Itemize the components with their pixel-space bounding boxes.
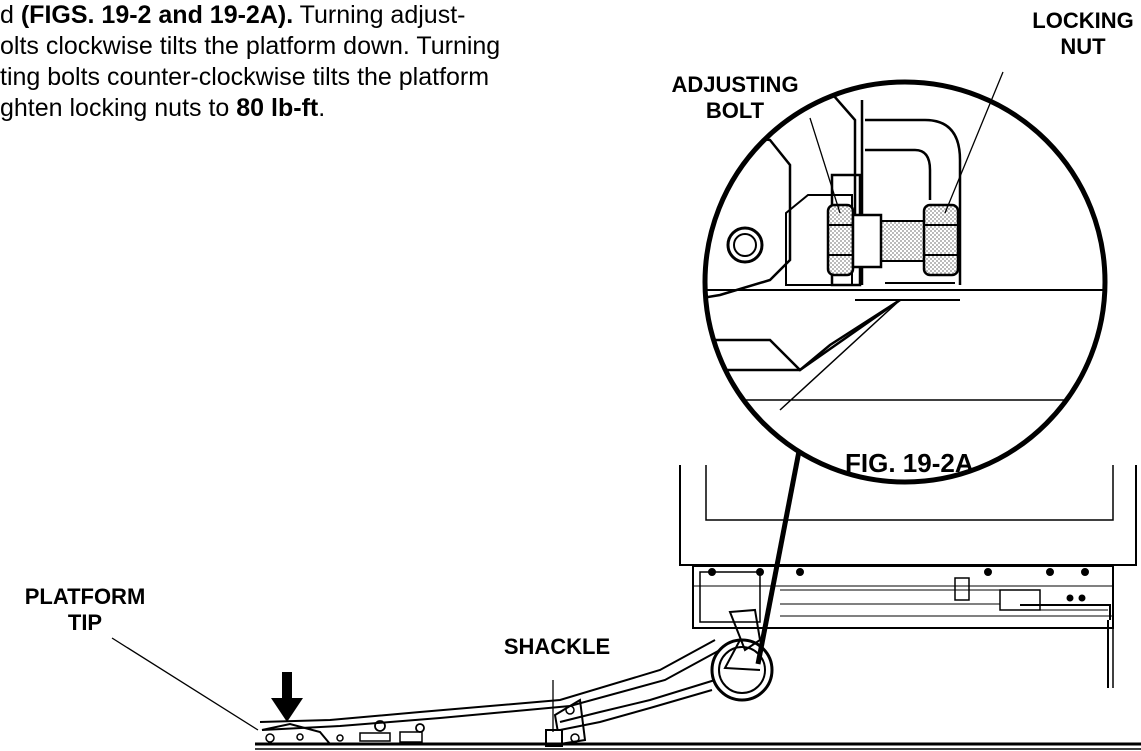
instruction-line-3: ting bolts counter-clockwise tilts the p… xyxy=(0,62,640,93)
adjusting-bolt-label-line2: BOLT xyxy=(705,98,765,123)
platform-tip-label: PLATFORM TIP xyxy=(0,584,170,636)
instruction-segment: Turning adjust- xyxy=(293,1,466,29)
adjusting-bolt-label: ADJUSTING BOLT xyxy=(645,72,825,124)
instruction-segment: (FIGS. 19-2 and 19-2A). xyxy=(20,1,294,29)
instruction-line-2: olts clockwise tilts the platform down. … xyxy=(0,31,640,62)
instruction-line-4: ghten locking nuts to 80 lb-ft. xyxy=(0,93,640,124)
instruction-segment: olts clockwise tilts the platform down. … xyxy=(0,32,501,60)
instruction-text: d (FIGS. 19-2 and 19-2A). Turning adjust… xyxy=(0,0,640,124)
locking-nut-label-line1: LOCKING xyxy=(1032,8,1134,33)
shackle-label-text: SHACKLE xyxy=(503,634,611,659)
down-arrow-icon xyxy=(271,672,303,722)
figure-caption: FIG. 19-2A xyxy=(845,448,974,478)
platform-tip-label-line2: TIP xyxy=(67,610,103,635)
adjusting-bolt-label-line1: ADJUSTING xyxy=(671,72,799,97)
instruction-segment: . xyxy=(318,94,326,122)
detail-magnifier xyxy=(702,71,1108,485)
platform-tip-label-line1: PLATFORM xyxy=(24,584,146,609)
instruction-line-1: d (FIGS. 19-2 and 19-2A). Turning adjust… xyxy=(0,0,640,31)
lift-frame xyxy=(679,465,1137,688)
locking-nut-label-line2: NUT xyxy=(1060,34,1106,59)
lift-arm xyxy=(255,608,1141,750)
instruction-segment: d xyxy=(0,1,21,29)
adjusting-bolt-detail xyxy=(826,203,960,277)
shackle-label: SHACKLE xyxy=(492,634,622,660)
instruction-segment: 80 lb-ft xyxy=(236,94,319,122)
instruction-segment: ting bolts counter-clockwise tilts the p… xyxy=(0,63,490,91)
leader-lines xyxy=(111,419,808,732)
instruction-segment: ghten locking nuts to xyxy=(0,94,237,122)
locking-nut-label: LOCKING NUT xyxy=(1028,8,1138,60)
